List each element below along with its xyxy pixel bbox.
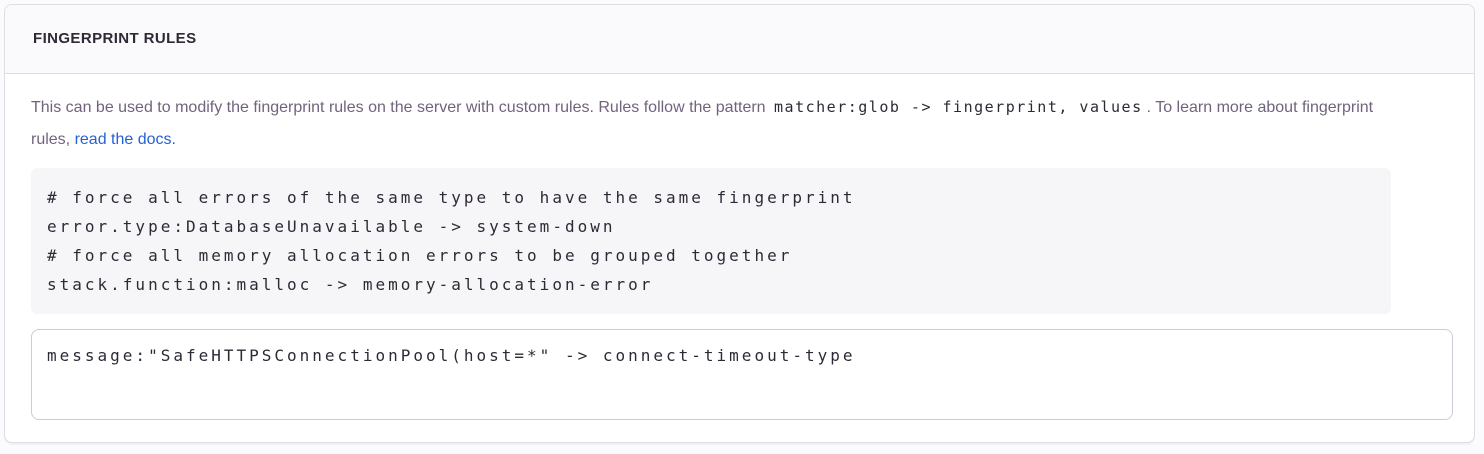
panel-header: FINGERPRINT RULES	[5, 5, 1474, 74]
panel-body: This can be used to modify the fingerpri…	[5, 74, 1474, 444]
description-text-after: . To learn more about fingerprint rules,	[31, 99, 1374, 148]
pattern-inline-code: matcher:glob -> fingerprint, values	[774, 98, 1143, 116]
panel-title: FINGERPRINT RULES	[33, 30, 197, 47]
code-example-line: error.type:DatabaseUnavailable -> system…	[47, 217, 616, 236]
field-description: This can be used to modify the fingerpri…	[31, 91, 1381, 156]
code-example-line: stack.function:malloc -> memory-allocati…	[47, 275, 654, 294]
description-text-before: This can be used to modify the fingerpri…	[31, 99, 771, 116]
code-example-line: # force all errors of the same type to h…	[47, 188, 856, 207]
code-example-block: # force all errors of the same type to h…	[31, 168, 1391, 314]
read-the-docs-link[interactable]: read the docs.	[74, 131, 176, 148]
fingerprint-rules-panel: FINGERPRINT RULES This can be used to mo…	[4, 4, 1475, 443]
fingerprint-rules-input[interactable]: message:"SafeHTTPSConnectionPool(host=*"…	[31, 329, 1453, 420]
code-example-line: # force all memory allocation errors to …	[47, 246, 793, 265]
